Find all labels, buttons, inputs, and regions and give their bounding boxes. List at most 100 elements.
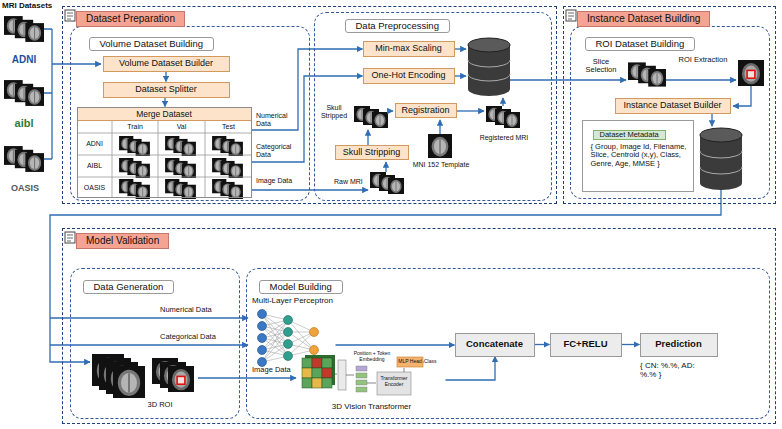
mlp-network bbox=[284, 316, 293, 325]
box-label: Concatenate bbox=[466, 339, 523, 350]
group-title: Model Building bbox=[259, 280, 343, 295]
flow-line bbox=[455, 48, 466, 49]
connector-label: Numerical Data bbox=[256, 112, 296, 127]
mlp-network bbox=[284, 328, 293, 337]
flow-line bbox=[666, 79, 736, 80]
table-thumbnails bbox=[212, 158, 243, 178]
connector bbox=[535, 344, 550, 345]
group-panel: Data Generation bbox=[70, 268, 240, 419]
mri-stack bbox=[486, 106, 520, 128]
flow-line bbox=[52, 63, 101, 64]
flow-line bbox=[457, 110, 484, 111]
label-slot: 3D ROI bbox=[140, 401, 180, 409]
table-thumbnails bbox=[165, 158, 196, 178]
label-text: OASIS bbox=[2, 184, 48, 194]
mlp-network bbox=[258, 310, 267, 367]
group-title: Data Preprocessing bbox=[345, 19, 450, 34]
mlp-network bbox=[258, 346, 267, 355]
label-slot: Registered MRI bbox=[476, 134, 532, 142]
label-text: ADNI bbox=[2, 54, 46, 65]
flow-line bbox=[510, 79, 626, 80]
database-symbol bbox=[468, 45, 510, 96]
mlp-network bbox=[258, 310, 267, 319]
database-symbol bbox=[468, 38, 510, 52]
vit-figure bbox=[302, 368, 312, 378]
mlp-network bbox=[284, 352, 293, 361]
stage-panel: Instance Dataset BuilderDataset Metadata… bbox=[563, 6, 776, 204]
connector-label-slot: Numerical Data bbox=[256, 112, 296, 127]
label-text: Test bbox=[205, 123, 252, 131]
process-box: Volume Dataset Builder bbox=[103, 56, 230, 72]
label-slot: Slice Selection bbox=[578, 58, 624, 75]
operation-box: Concatenate bbox=[455, 333, 535, 357]
label-slot: Val bbox=[158, 123, 205, 131]
label-text: OASIS bbox=[77, 184, 112, 192]
box-label: Instance Dataset Builder bbox=[623, 100, 721, 110]
vit-figure bbox=[356, 380, 367, 385]
flow-line bbox=[502, 98, 503, 106]
label-text: Raw MRI bbox=[334, 178, 368, 186]
operation-box: Prediction bbox=[640, 333, 718, 357]
table-thumbnails bbox=[165, 136, 196, 156]
connector-label: Categorical Data bbox=[256, 143, 302, 158]
label-slot: Numerical Data bbox=[160, 306, 234, 314]
table-thumbnails bbox=[212, 179, 243, 199]
stage-title: Model Validation bbox=[76, 233, 169, 249]
label-slot: ADNI bbox=[2, 54, 46, 65]
table-thumbnails bbox=[119, 158, 150, 178]
group-panel: Instance Dataset BuilderDataset Metadata… bbox=[570, 26, 770, 199]
database-symbol bbox=[468, 38, 742, 190]
mri-stack bbox=[4, 80, 44, 106]
label-slot: Class bbox=[424, 359, 444, 365]
group-title: Data Generation bbox=[83, 280, 175, 295]
mri-stack bbox=[4, 16, 764, 194]
vit-figure bbox=[312, 358, 322, 368]
label-slot: Image Data bbox=[256, 177, 300, 185]
box-label: Prediction bbox=[655, 339, 701, 350]
vit-figure bbox=[322, 358, 332, 368]
mlp-network bbox=[262, 314, 314, 362]
mlp-network bbox=[258, 334, 267, 343]
figure-title: Multi-Layer Perceptron bbox=[252, 296, 333, 305]
vit-figure bbox=[322, 368, 332, 378]
box-label: FC+RELU bbox=[563, 339, 607, 350]
box-label: One-Hot Encoding bbox=[371, 70, 445, 80]
database-symbol bbox=[468, 60, 510, 81]
label-text: Image Data bbox=[252, 366, 296, 374]
table-thumbnails bbox=[119, 136, 150, 156]
group-title: ROI Dataset Building bbox=[585, 37, 696, 52]
flow-line bbox=[44, 29, 52, 159]
mlp-network bbox=[284, 316, 293, 361]
vit-figure bbox=[356, 366, 367, 371]
table-thumbnails bbox=[165, 179, 196, 199]
stage-panel: Data GenerationMulti-Layer Perceptron 3D … bbox=[62, 228, 776, 424]
label-text: Image Data bbox=[256, 177, 300, 185]
label-slot: MNI 152 Template bbox=[410, 161, 472, 169]
label-slot: AIBL bbox=[77, 162, 112, 170]
connector bbox=[165, 72, 166, 82]
roi-volume bbox=[92, 354, 194, 398]
process-box: One-Hot Encoding bbox=[363, 68, 455, 84]
flow-line bbox=[50, 344, 248, 345]
roi-volume bbox=[113, 366, 145, 398]
process-box: Dataset Splitter bbox=[103, 82, 230, 98]
vit-figure bbox=[322, 378, 332, 388]
label-text: MRI Datasets bbox=[2, 2, 64, 11]
box-label: Dataset Splitter bbox=[135, 84, 197, 94]
label-text: Transformer Encoder bbox=[377, 376, 411, 387]
label-slot: MLP Head bbox=[397, 359, 423, 365]
stage-title: Instance Dataset Building bbox=[577, 11, 710, 27]
process-box: Registration bbox=[395, 103, 457, 118]
flow-line bbox=[50, 317, 248, 318]
metadata-text: { Group, Image Id, Filename, Slice, Cent… bbox=[591, 143, 687, 169]
label-slot: ROI Extraction bbox=[676, 56, 730, 64]
table-thumbnails bbox=[119, 179, 150, 199]
label-text: Numerical Data bbox=[160, 306, 234, 314]
vit-figure bbox=[302, 358, 312, 368]
label-text: Categorical Data bbox=[160, 333, 234, 341]
mlp-network bbox=[310, 346, 319, 355]
vit-figure bbox=[338, 360, 346, 390]
group-title: Volume Dataset Building bbox=[89, 37, 215, 52]
